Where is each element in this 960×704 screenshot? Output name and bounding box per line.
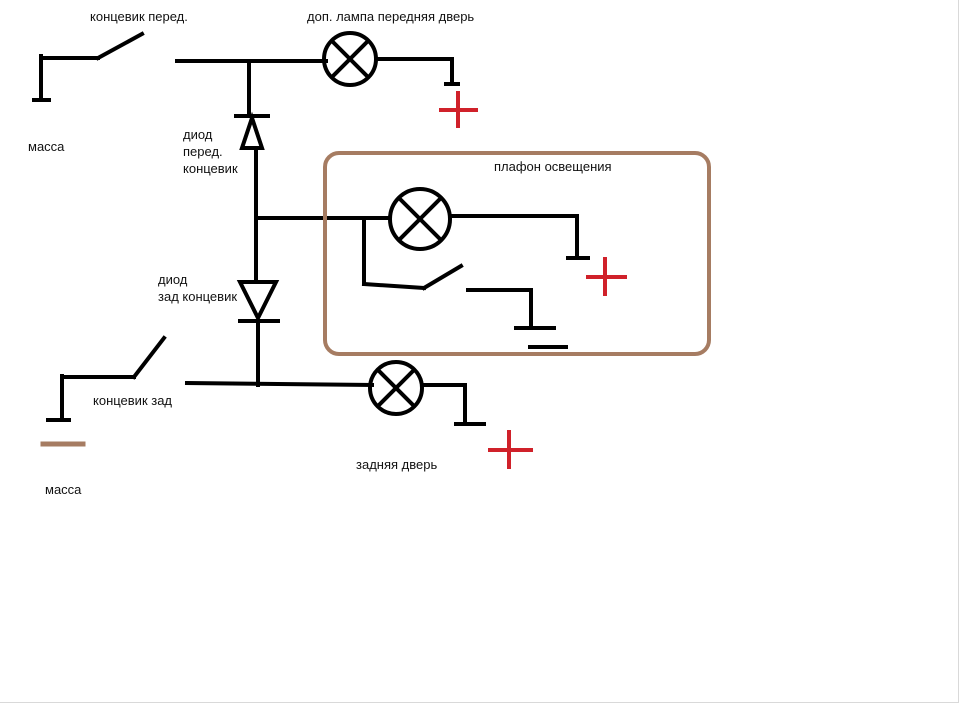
rear-diode (236, 280, 280, 387)
rear-door-switch (46, 335, 167, 422)
dome-light-frame (323, 151, 711, 356)
rear-switch-label: концевик зад (93, 393, 173, 408)
front-diode (234, 111, 270, 282)
plus-front-lamp (439, 91, 478, 128)
plus-dome-lamp (586, 257, 627, 296)
front-door-lamp (322, 31, 460, 87)
dome-light-label: плафон освещения (494, 159, 612, 174)
front-diode-label-3: концевик (183, 161, 238, 176)
front-diode-label-1: диод (183, 127, 213, 142)
ground-bottom-label: масса (45, 482, 82, 497)
rear-diode-label-2: зад концевик (158, 289, 238, 304)
front-lamp-label: доп. лампа передняя дверь (307, 9, 475, 24)
front-diode-label-2: перед. (183, 144, 223, 159)
front-switch-label: концевик перед. (90, 9, 188, 24)
front-door-switch (32, 31, 145, 102)
ground-top-label: масса (28, 139, 65, 154)
rear-diode-label-1: диод (158, 272, 188, 287)
dome-switch (361, 216, 568, 349)
front-wire (175, 59, 328, 117)
rear-wire (184, 380, 375, 388)
rear-door-label: задняя дверь (356, 457, 438, 472)
dome-lamp (388, 187, 590, 260)
rear-door-lamp (368, 360, 486, 426)
plus-rear-lamp (488, 430, 533, 469)
